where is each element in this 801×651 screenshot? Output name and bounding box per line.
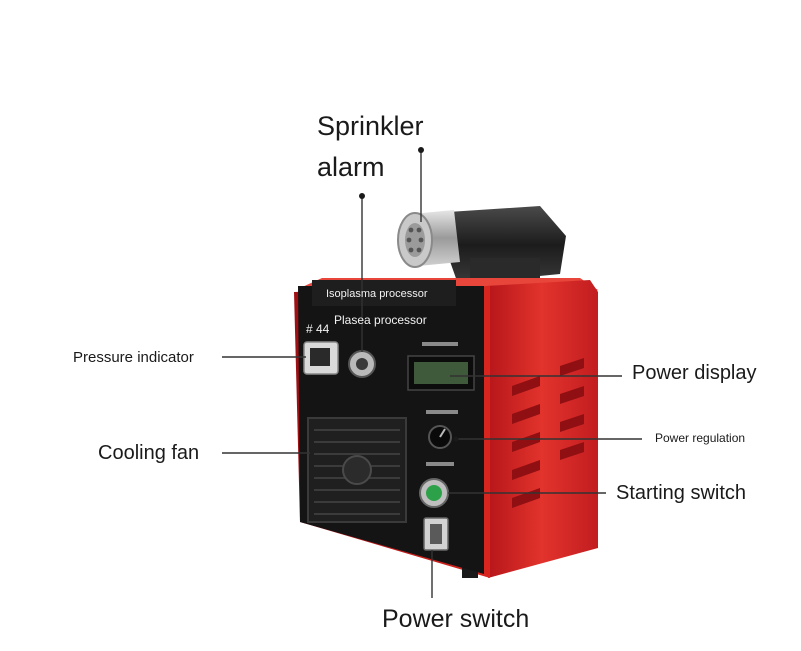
label-starting-switch: Starting switch xyxy=(616,482,747,504)
label-sprinkler-alarm-line1: Sprinkler xyxy=(317,111,424,141)
pressure-gauge-face xyxy=(310,348,330,366)
device-header-line1: Isoplasma processor xyxy=(326,288,428,300)
nozzle-hole xyxy=(408,227,414,233)
housing-right-side xyxy=(486,280,598,578)
panel-header-strip xyxy=(312,280,456,306)
power-switch-rocker xyxy=(430,524,442,544)
nozzle-hole xyxy=(418,237,424,243)
knob-pointer xyxy=(439,428,446,438)
nozzle-hole xyxy=(416,227,422,233)
label-cooling-fan: Cooling fan xyxy=(98,442,200,464)
nozzle-hole xyxy=(406,237,412,243)
fan-hub xyxy=(342,455,372,485)
power-display-screen xyxy=(414,362,468,384)
knob-caption-mark xyxy=(426,410,458,414)
sprinkler-port-inner xyxy=(356,358,368,370)
label-power-display: Power display xyxy=(632,362,757,384)
display-caption-mark xyxy=(422,342,458,346)
plasma-torch xyxy=(397,206,566,284)
device-model-number: # 44 xyxy=(306,322,330,336)
leader-dots xyxy=(359,147,459,442)
front-panel xyxy=(298,280,484,574)
label-sprinkler-alarm-line2: alarm xyxy=(317,152,385,182)
label-pressure-indicator: Pressure indicator xyxy=(73,349,194,366)
device-header-line2: Plasea processor xyxy=(334,313,427,327)
nozzle-hole xyxy=(408,247,414,253)
starting-switch-button xyxy=(426,485,442,501)
switch-caption-mark xyxy=(426,462,454,466)
leader-lines xyxy=(222,150,642,598)
nozzle-hole xyxy=(416,247,422,253)
label-power-switch: Power switch xyxy=(382,605,530,633)
label-power-regulation: Power regulation xyxy=(655,431,746,445)
